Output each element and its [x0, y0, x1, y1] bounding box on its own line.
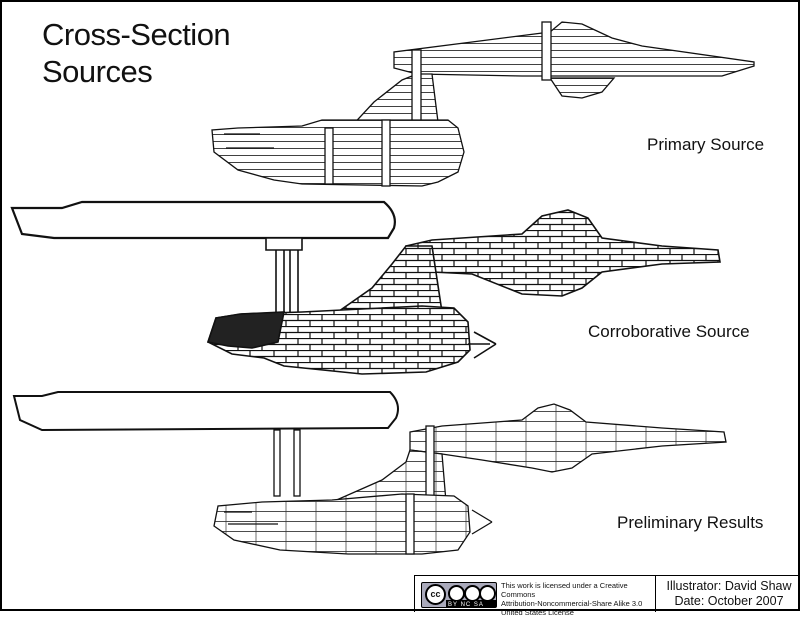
- label-preliminary-results: Preliminary Results: [617, 513, 764, 532]
- corroborative-saucer: [405, 209, 721, 297]
- primary-source-ship: [211, 21, 755, 187]
- license-text: This work is licensed under a Creative C…: [501, 581, 651, 617]
- preliminary-saucer: [409, 403, 727, 473]
- label-corroborative-source: Corroborative Source: [588, 322, 750, 341]
- title-line-2: Sources: [42, 54, 153, 89]
- corroborative-source-ship: [10, 200, 721, 375]
- license-box: cc BY NC SA This work is licensed under …: [414, 575, 800, 617]
- badge-bar-text: BY NC SA: [448, 602, 484, 608]
- creative-commons-badge-icon[interactable]: cc BY NC SA: [421, 582, 497, 608]
- page-title: Cross-Section Sources: [42, 16, 231, 90]
- date-credit: Date: October 2007: [674, 594, 784, 608]
- license-line-3: United States License: [501, 608, 574, 617]
- label-primary-source: Primary Source: [647, 135, 765, 154]
- ship-drawings: [10, 21, 755, 555]
- corroborative-deflector-dark: [206, 311, 285, 349]
- license-line-2: Attribution-Noncommercial-Share Alike 3.…: [501, 599, 643, 608]
- illustrator-credit: Illustrator: David Shaw: [666, 579, 792, 593]
- badge-bar: [446, 600, 496, 607]
- primary-engineering-hull: [211, 119, 465, 187]
- corroborative-nacelle: [10, 200, 396, 240]
- primary-saucer: [393, 21, 755, 77]
- license-line-1: This work is licensed under a Creative C…: [501, 581, 628, 599]
- cc-icon: cc: [425, 584, 446, 605]
- preliminary-results-ship: [12, 391, 727, 555]
- title-line-1: Cross-Section: [42, 17, 231, 52]
- preliminary-nacelle: [12, 391, 399, 432]
- credits-box: Illustrator: David Shaw Date: October 20…: [655, 576, 800, 612]
